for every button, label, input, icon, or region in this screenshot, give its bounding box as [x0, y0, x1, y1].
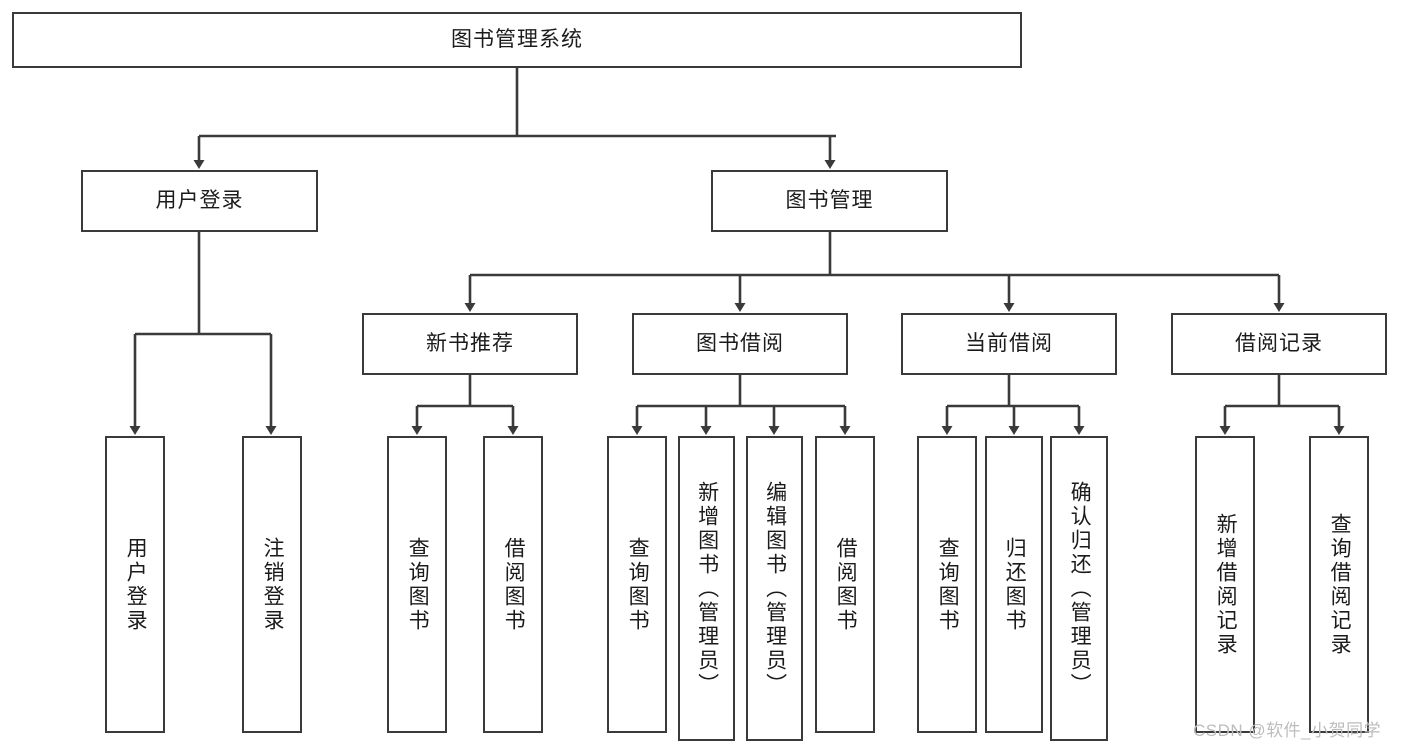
node-book-manage-label: 图书管理 [785, 189, 874, 213]
node-leaf-query-record[interactable]: 查询借阅记录 [1309, 436, 1369, 733]
node-leaf-query-book-2[interactable]: 查询图书 [607, 436, 667, 733]
node-root-label: 图书管理系统 [451, 28, 583, 52]
node-leaf-borrow-book-2[interactable]: 借阅图书 [815, 436, 875, 733]
node-leaf-query-record-label: 查询借阅记录 [1328, 512, 1352, 657]
node-new-book-rec-label: 新书推荐 [426, 332, 514, 356]
node-leaf-borrow-book-2-label: 借阅图书 [834, 536, 858, 633]
node-leaf-query-book-1-label: 查询图书 [406, 536, 430, 633]
node-leaf-query-book-3-label: 查询图书 [936, 536, 960, 633]
node-user-login[interactable]: 用户登录 [81, 170, 318, 232]
node-leaf-query-book-2-label: 查询图书 [626, 536, 650, 633]
csdn-watermark: CSDN @软件_小贺同学 [1193, 721, 1382, 740]
node-current-borrow[interactable]: 当前借阅 [901, 313, 1117, 375]
node-book-borrow[interactable]: 图书借阅 [632, 313, 848, 375]
node-leaf-query-book-3[interactable]: 查询图书 [917, 436, 977, 733]
node-leaf-user-login-label: 用户登录 [124, 536, 148, 633]
node-leaf-borrow-book-1-label: 借阅图书 [502, 536, 526, 633]
node-root[interactable]: 图书管理系统 [12, 12, 1022, 68]
node-borrow-record[interactable]: 借阅记录 [1171, 313, 1387, 375]
node-leaf-return-book-label: 归还图书 [1003, 536, 1027, 633]
node-leaf-borrow-book-1[interactable]: 借阅图书 [483, 436, 543, 733]
node-book-manage[interactable]: 图书管理 [711, 170, 948, 232]
node-borrow-record-label: 借阅记录 [1235, 332, 1323, 356]
node-leaf-user-login[interactable]: 用户登录 [105, 436, 165, 733]
node-leaf-query-book-1[interactable]: 查询图书 [387, 436, 447, 733]
node-leaf-edit-book[interactable]: 编辑图书（管理员） [746, 436, 803, 741]
node-book-borrow-label: 图书借阅 [696, 332, 784, 356]
node-leaf-user-logout-label: 注销登录 [261, 536, 285, 633]
node-leaf-user-logout[interactable]: 注销登录 [242, 436, 302, 733]
node-leaf-edit-book-label: 编辑图书（管理员） [763, 480, 787, 697]
node-user-login-label: 用户登录 [155, 189, 244, 213]
node-leaf-confirm-return-label: 确认归还（管理员） [1068, 480, 1092, 697]
node-leaf-add-record-label: 新增借阅记录 [1214, 512, 1238, 657]
node-leaf-add-book[interactable]: 新增图书（管理员） [678, 436, 735, 741]
node-leaf-confirm-return[interactable]: 确认归还（管理员） [1050, 436, 1108, 741]
node-new-book-rec[interactable]: 新书推荐 [362, 313, 578, 375]
node-leaf-return-book[interactable]: 归还图书 [985, 436, 1043, 733]
node-leaf-add-book-label: 新增图书（管理员） [695, 480, 719, 697]
node-leaf-add-record[interactable]: 新增借阅记录 [1195, 436, 1255, 733]
node-current-borrow-label: 当前借阅 [965, 332, 1053, 356]
